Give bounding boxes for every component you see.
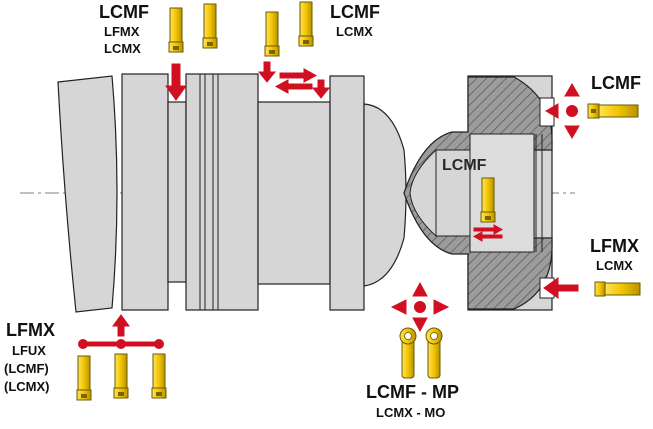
label-top-left-3: LCMX bbox=[104, 41, 141, 56]
spacer bbox=[167, 101, 187, 283]
label-top-mid-1: LCMF bbox=[330, 2, 380, 22]
label-right-top: LCMF bbox=[591, 73, 641, 93]
main-disc bbox=[121, 73, 169, 311]
label-bottom-left-1: LFMX bbox=[6, 320, 55, 340]
inner-label-lcmf: LCMF bbox=[442, 157, 487, 174]
label-top-left-1: LCMF bbox=[99, 2, 149, 22]
neck bbox=[363, 103, 407, 287]
tilted-blank bbox=[57, 75, 118, 313]
insert-icon bbox=[76, 1, 641, 401]
shaft bbox=[257, 101, 331, 285]
grooved-flange bbox=[185, 73, 259, 311]
label-top-mid-2: LCMX bbox=[336, 24, 373, 39]
second-flange bbox=[329, 75, 365, 311]
arrow-icon bbox=[78, 61, 580, 349]
label-bottom-center-2: LCMX - MO bbox=[376, 405, 446, 420]
label-bottom-left-4: (LCMX) bbox=[4, 379, 50, 394]
bore-step bbox=[435, 149, 471, 237]
label-right-bottom-1: LFMX bbox=[590, 236, 639, 256]
label-bottom-center-1: LCMF - MP bbox=[366, 382, 459, 402]
label-right-bottom-2: LCMX bbox=[596, 258, 633, 273]
label-bottom-left-3: (LCMF) bbox=[4, 361, 49, 376]
label-top-left-2: LFMX bbox=[104, 24, 140, 39]
label-bottom-left-2: LFUX bbox=[12, 343, 46, 358]
